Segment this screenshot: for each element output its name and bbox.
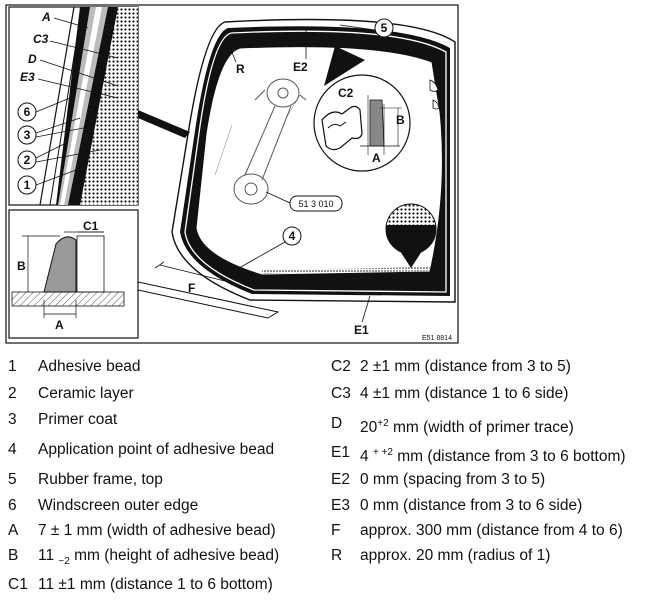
label-A-profile: A [55, 318, 64, 332]
label-C3: C3 [33, 32, 49, 46]
label-E1: E1 [354, 323, 369, 337]
legend-desc: 11 −2 mm (height of adhesive bead) [38, 547, 279, 571]
label-2: 2 [24, 153, 31, 167]
legend-desc: 2 ±1 mm (distance from 3 to 5) [360, 358, 571, 375]
image-code: E51 8814 [422, 335, 452, 342]
label-A-detail: A [41, 10, 51, 24]
legend-key: E3 [331, 497, 350, 514]
legend-desc: Application point of adhesive bead [38, 441, 275, 458]
label-B-zoom: B [396, 113, 405, 127]
label-E2: E2 [293, 60, 308, 74]
label-R: R [236, 62, 245, 76]
legend-desc: 4 ±1 mm (distance 1 to 6 side) [360, 385, 569, 402]
legend-desc: Ceramic layer [38, 385, 134, 402]
legend-desc: 0 mm (distance from 3 to 6 side) [360, 497, 583, 514]
bead-profile: C1 B A [8, 209, 139, 339]
legend-desc: approx. 20 mm (radius of 1) [360, 547, 551, 564]
legend-desc: 0 mm (spacing from 3 to 5) [360, 471, 546, 488]
label-6: 6 [24, 105, 31, 119]
label-1: 1 [24, 178, 31, 192]
legend-key: E2 [331, 471, 350, 488]
edge-cross-section: A C3 D E3 6 3 2 1 [8, 6, 139, 206]
legend-desc-text: mm (distance from 3 to 6 bottom) [392, 448, 626, 466]
label-E3: E3 [20, 70, 35, 84]
legend-desc: 7 ± 1 mm (width of adhesive bead) [38, 522, 276, 539]
legend-desc: 20+2 mm (width of primer trace) [360, 415, 574, 437]
legend-desc-text: 4 [360, 448, 373, 466]
legend-key: R [331, 547, 343, 564]
label-F: F [188, 281, 195, 295]
legend-key: 6 [8, 497, 17, 514]
part-number: 51 3 010 [298, 199, 333, 209]
legend-key: F [331, 522, 341, 539]
legend-desc: approx. 300 mm (distance from 4 to 6) [360, 522, 623, 539]
label-4: 4 [289, 229, 296, 243]
legend-desc: Primer coat [38, 411, 118, 428]
label-D: D [28, 52, 37, 66]
legend-key: 5 [8, 471, 17, 488]
callout-4 [282, 226, 302, 246]
legend-desc: 4 + +2 mm (distance from 3 to 6 bottom) [360, 444, 626, 466]
zoom-detail-C2: C2 B A [313, 46, 411, 172]
legend-desc: 11 ±1 mm (distance 1 to 6 bottom) [38, 576, 273, 593]
legend-desc: Windscreen outer edge [38, 497, 199, 514]
legend-key: B [8, 547, 19, 564]
legend-key: C3 [331, 385, 351, 402]
label-5: 5 [381, 21, 388, 35]
windscreen-diagram: 51 3 010 5 R E2 C2 B A 4 [5, 4, 459, 344]
label-A-zoom: A [372, 151, 381, 165]
frit-detail [385, 203, 437, 268]
legend-key: D [331, 415, 343, 432]
figure-frame [5, 4, 459, 344]
legend-desc: Adhesive bead [38, 358, 141, 375]
label-C1: C1 [83, 219, 99, 233]
legend-desc-text: mm (width of primer trace) [388, 419, 574, 437]
label-C2: C2 [338, 86, 354, 100]
legend-key: C1 [8, 576, 28, 593]
legend-key: 1 [8, 358, 17, 375]
label-3: 3 [24, 128, 31, 142]
legend-desc-superscript: + +2 [372, 447, 393, 458]
legend-desc-text: 11 [38, 547, 59, 564]
detail-leader-top [138, 110, 190, 138]
legend-key: A [8, 522, 19, 539]
legend-key: 3 [8, 411, 17, 428]
label-B-profile: B [17, 259, 26, 273]
legend-key: 2 [8, 385, 17, 402]
mirror-mount [233, 78, 307, 205]
legend-desc: Rubber frame, top [38, 471, 163, 488]
legend-desc-subscript: −2 [58, 556, 70, 568]
legend-key: 4 [8, 441, 17, 458]
legend-key: C2 [331, 358, 351, 375]
legend-desc-text: 20 [360, 419, 378, 437]
legend-desc-text: mm (height of adhesive bead) [69, 547, 280, 564]
legend-desc-superscript: +2 [377, 418, 389, 429]
callout-5 [374, 18, 394, 38]
legend-key: E1 [331, 444, 350, 461]
legend: 1 Adhesive bead 2 Ceramic layer 3 Primer… [0, 354, 663, 604]
part-number-box [289, 195, 343, 212]
